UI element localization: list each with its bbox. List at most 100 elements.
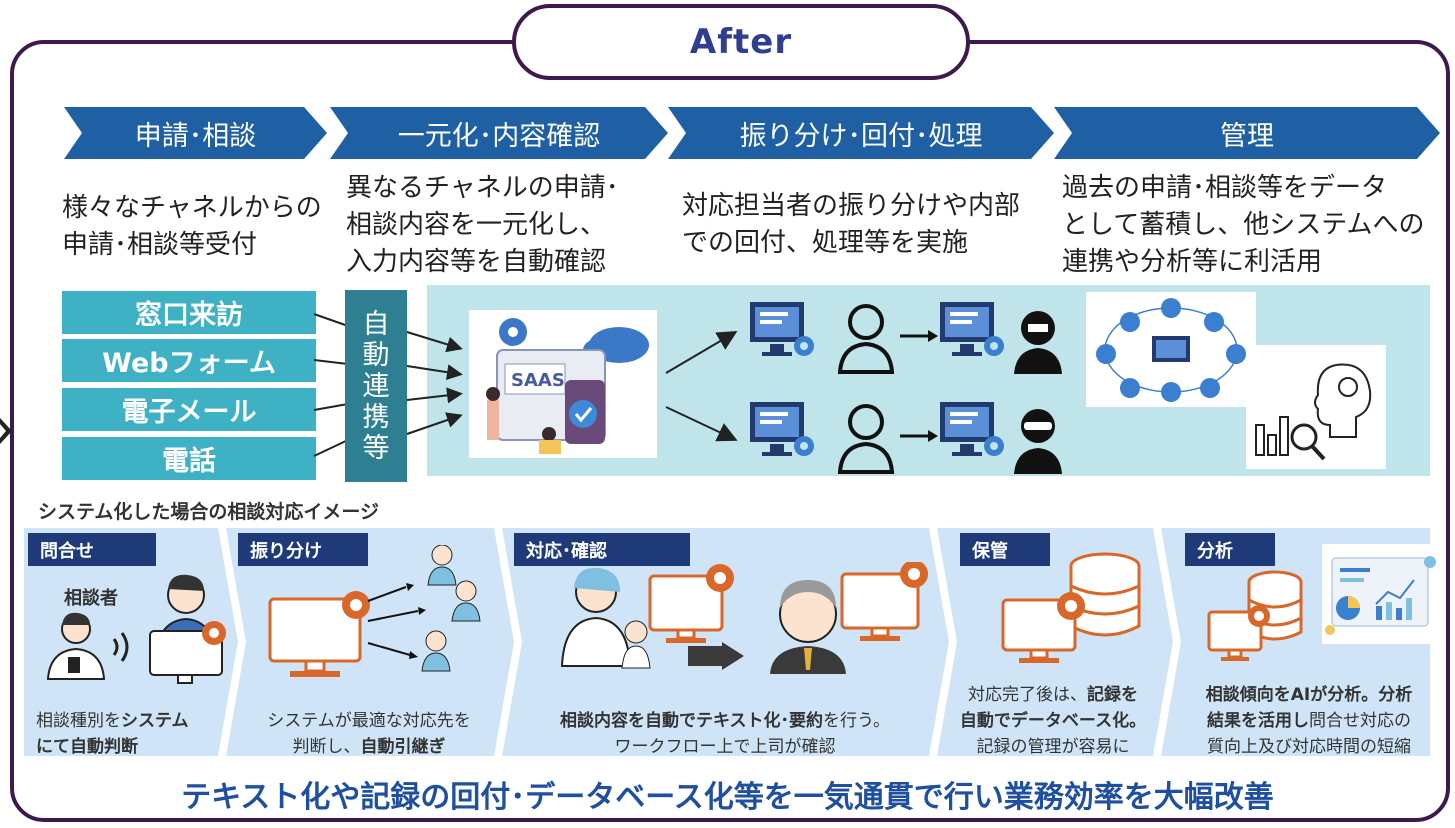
stage-tag-storage: 保管	[960, 533, 1050, 566]
desc-line: 入力内容等を自動確認	[346, 247, 607, 277]
desc-line: 異なるチャネルの申請･	[346, 173, 619, 203]
monitor-icon	[750, 302, 814, 356]
person-icon	[1014, 311, 1062, 374]
gear-icon	[202, 621, 226, 645]
chart-icon	[1255, 416, 1289, 456]
step-arrow-shape	[668, 107, 1054, 159]
step-desc-3: 対応担当者の振り分けや内部 での回付、処理等を実施	[682, 188, 1020, 262]
step-label: 申請･相談	[134, 120, 257, 152]
response-illustration	[560, 562, 928, 674]
caption-part: 相談内容を自動でテキスト化･要約	[560, 711, 823, 731]
desc-line: 様々なチャネルからの	[62, 193, 322, 223]
stage-tag-inquiry: 問合せ	[28, 533, 156, 566]
gear-icon	[1057, 592, 1085, 620]
stage-caption-routing: システムが最適な対応先を 判断し、自動引継ぎ	[244, 708, 494, 760]
person-icon	[621, 620, 651, 669]
system-section-title: システム化した場合の相談対応イメージ	[38, 501, 380, 523]
stage-caption-inquiry: 相談種別をシステム にて自動判断	[36, 708, 216, 760]
magnifier-icon	[1290, 423, 1326, 461]
arrow-icon	[900, 330, 938, 342]
storage-illustration	[1001, 552, 1141, 663]
caption-part: 対応完了後は、	[968, 685, 1087, 705]
person-icon	[560, 567, 632, 667]
monitor-icon	[1207, 610, 1263, 661]
caption-part: ワークフロー上で上司が確認	[614, 737, 836, 757]
stage-divider	[929, 528, 957, 756]
person-icon	[421, 545, 481, 672]
inquiry-illustration	[46, 574, 226, 684]
desc-line: 申請･相談等受付	[62, 230, 258, 260]
summary-banner: テキスト化や記録の回付･データベース化等を一気通貫で行い業務効率を大幅改善	[181, 780, 1274, 815]
caption-part: 相談傾向をAIが分析。分析	[1205, 685, 1413, 705]
caption-part: を行う。	[823, 711, 890, 731]
ai-brain-icon	[1255, 363, 1372, 461]
caption-part: にて自動判断	[36, 737, 138, 757]
auto-char: 自	[362, 308, 390, 340]
stage-divider	[218, 528, 246, 756]
desc-line: 対応担当者の振り分けや内部	[682, 191, 1021, 221]
caption-part: 記録の管理が容易に	[976, 737, 1130, 757]
step-arrow-2: 一元化･内容確認	[330, 107, 668, 159]
monitor-icon	[940, 402, 1004, 456]
chart-icon	[1325, 556, 1436, 635]
step-arrow-4: 管理	[1054, 107, 1440, 159]
auto-char: 等	[362, 432, 390, 464]
person-icon	[770, 580, 846, 674]
step-arrow-3: 振り分け･回付･処理	[668, 107, 1054, 159]
step-desc-4: 過去の申請･相談等をデータ として蓄積し、他システムへの 連携や分析等に利活用	[1062, 170, 1424, 281]
network-illustration	[1086, 292, 1256, 407]
step-label: 振り分け･回付･処理	[739, 120, 983, 152]
saas-illustration: SAAS	[469, 310, 657, 458]
arrow-icon	[665, 330, 738, 442]
caption-part: 自動引継ぎ	[360, 737, 446, 757]
stage-caption-storage: 対応完了後は、記録を 自動でデータベース化。 記録の管理が容易に	[958, 682, 1148, 760]
caption-part: 質向上及び対応時間の短縮	[1207, 737, 1411, 757]
stage-divider	[494, 528, 522, 756]
routing-illustration	[268, 545, 481, 677]
dashboard-illustration	[1322, 544, 1442, 644]
person-icon	[1014, 409, 1062, 474]
workflow-row-top	[750, 302, 1062, 374]
monitor-icon	[940, 302, 1004, 356]
step-arrow-1: 申請･相談	[64, 107, 327, 159]
arrow-icon	[688, 642, 744, 670]
stage-tag-analysis: 分析	[1185, 533, 1275, 566]
channel-web-form: Webフォーム	[62, 339, 316, 382]
step-arrow-shape	[1054, 107, 1440, 159]
caption-part: 問合せ対応の	[1309, 711, 1411, 731]
channel-email: 電子メール	[62, 388, 316, 431]
stage-divider	[1153, 528, 1181, 756]
step-desc-1: 様々なチャネルからの 申請･相談等受付	[62, 190, 322, 264]
step-desc-2: 異なるチャネルの申請･ 相談内容を一元化し、 入力内容等を自動確認	[346, 170, 619, 281]
caption-part: 記録を	[1087, 685, 1138, 705]
step-label: 管理	[1220, 120, 1274, 152]
caption-part: 結果を活用し	[1207, 711, 1309, 731]
step-label: 一元化･内容確認	[397, 120, 601, 152]
person-icon	[837, 304, 895, 374]
person-icon	[837, 404, 895, 474]
workflow-row-bottom	[750, 402, 1062, 474]
network-icon	[1096, 298, 1246, 402]
gear-icon	[900, 562, 928, 588]
auto-char: 携	[362, 401, 390, 433]
monitor-icon	[268, 597, 362, 677]
channel-phone: 電話	[62, 437, 316, 480]
monitor-icon	[149, 630, 223, 684]
desc-line: 連携や分析等に利活用	[1062, 247, 1323, 277]
gear-icon	[1248, 605, 1270, 627]
after-title-pill: After	[512, 4, 970, 80]
arrow-icon	[900, 430, 938, 442]
stage-caption-response: 相談内容を自動でテキスト化･要約を行う。 ワークフロー上で上司が確認	[520, 708, 930, 760]
chevron-right-icon	[0, 418, 12, 444]
auto-link-box: 自 動 連 携 等	[345, 290, 407, 482]
saas-label: SAAS	[511, 370, 565, 391]
channel-connector-lines	[313, 313, 349, 457]
monitor-icon	[648, 574, 724, 643]
auto-char: 連	[362, 370, 390, 402]
caption-part: 判断し、	[292, 737, 361, 757]
caption-part: 相談種別を	[36, 711, 121, 731]
consultant-label: 相談者	[64, 588, 118, 609]
desc-line: での回付、処理等を実施	[682, 228, 969, 258]
ai-analytics-illustration	[1246, 345, 1386, 469]
gear-icon	[706, 564, 734, 592]
